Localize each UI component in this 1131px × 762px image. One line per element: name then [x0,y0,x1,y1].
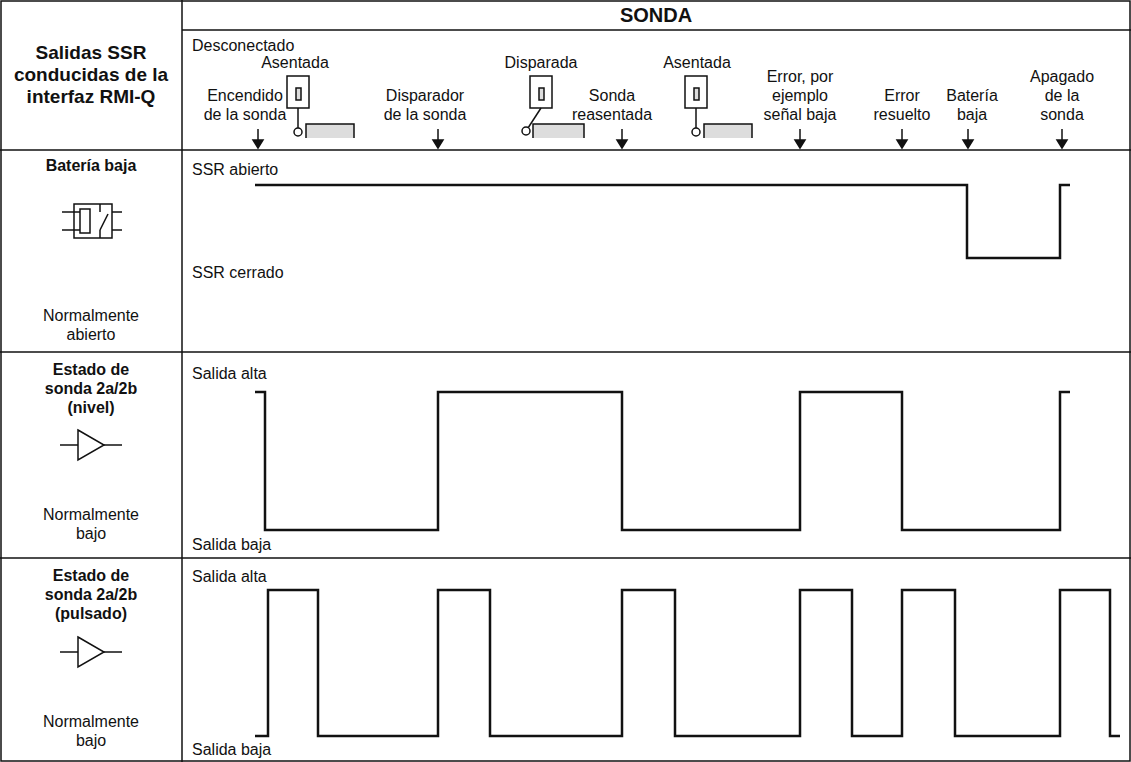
state-label: Asentada [647,53,747,72]
level-label: SSR cerrado [192,263,284,282]
table-heading: Salidas SSR conducidas de la interfaz RM… [5,42,177,108]
event-arrows [253,129,1067,148]
grid-line [181,0,183,762]
buffer-symbol [60,637,122,667]
state-label: Asentada [245,53,345,72]
event-label: Disparador de la sonda [375,86,475,124]
event-label: Error resuelto [866,86,938,124]
column-heading: SONDA [556,3,756,27]
grid-line [0,557,1131,559]
row-heading: Estado de sonda 2a/2b (nivel) [31,360,151,417]
grid-line [0,351,1131,353]
level-label: Salida baja [192,535,271,554]
waveform-level [255,392,1070,530]
level-label: Salida alta [192,364,267,383]
waveform-low-battery [255,185,1070,258]
row-note: Normalmente bajo [31,712,151,750]
state-label: Desconectado [192,36,294,55]
event-label: Encendido de la sonda [199,86,291,124]
row-note: Normalmente abierto [31,306,151,344]
event-label: Batería baja [940,86,1004,124]
waveform-pulsed [255,590,1120,736]
probe-seated [287,76,354,138]
state-label: Disparada [491,53,591,72]
row-heading: Estado de sonda 2a/2b (pulsado) [31,566,151,623]
event-label: Sonda reasentada [562,86,662,124]
row-note: Normalmente bajo [31,505,151,543]
level-label: SSR abierto [192,160,278,179]
relay-symbol [62,204,122,238]
grid-line [0,149,1131,151]
probe-reseated [685,76,752,138]
level-label: Salida alta [192,567,267,586]
grid-line [182,29,1131,31]
buffer-symbol [60,430,122,460]
row-heading: Batería baja [31,156,151,175]
level-label: Salida baja [192,740,271,759]
event-label: Apagado de la sonda [1022,67,1102,124]
event-label: Error, por ejemplo señal baja [754,67,846,124]
